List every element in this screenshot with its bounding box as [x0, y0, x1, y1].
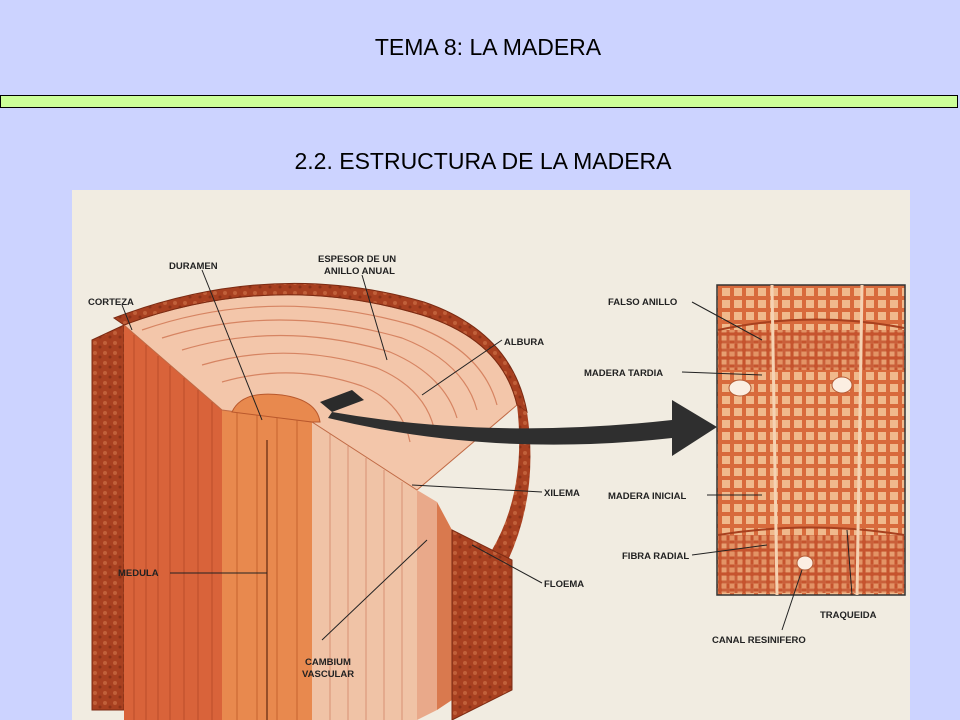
label-albura: ALBURA — [504, 337, 544, 348]
microscope-detail — [716, 284, 906, 596]
section-title: 2.2. ESTRUCTURA DE LA MADERA — [294, 148, 672, 174]
label-madera-inicial: MADERA INICIAL — [608, 491, 686, 502]
label-corteza: CORTEZA — [88, 297, 134, 308]
zoom-arrow — [328, 400, 717, 456]
label-falso-anillo: FALSO ANILLO — [608, 297, 677, 308]
wood-structure-svg: DURAMEN ESPESOR DE UN ANILLO ANUAL CORTE… — [88, 254, 906, 720]
wood-structure-illustration: DURAMEN ESPESOR DE UN ANILLO ANUAL CORTE… — [72, 190, 910, 720]
label-madera-tardia: MADERA TARDIA — [584, 368, 663, 379]
label-traqueida: TRAQUEIDA — [820, 610, 877, 621]
label-duramen: DURAMEN — [169, 261, 218, 272]
label-medula: MEDULA — [118, 568, 159, 579]
page-title: TEMA 8: LA MADERA — [374, 34, 602, 60]
label-cambium-1: CAMBIUM — [305, 657, 351, 668]
divider-bar — [0, 95, 958, 108]
label-canal-resinifero: CANAL RESINIFERO — [712, 635, 806, 646]
label-cambium-2: VASCULAR — [302, 669, 354, 680]
leader-lines — [121, 269, 853, 641]
label-xilema: XILEMA — [544, 488, 580, 499]
trunk-section — [91, 282, 531, 720]
label-floema: FLOEMA — [544, 579, 584, 590]
label-espesor-1: ESPESOR DE UN — [318, 254, 396, 265]
label-espesor-2: ANILLO ANUAL — [324, 266, 395, 277]
label-fibra-radial: FIBRA RADIAL — [622, 551, 689, 562]
